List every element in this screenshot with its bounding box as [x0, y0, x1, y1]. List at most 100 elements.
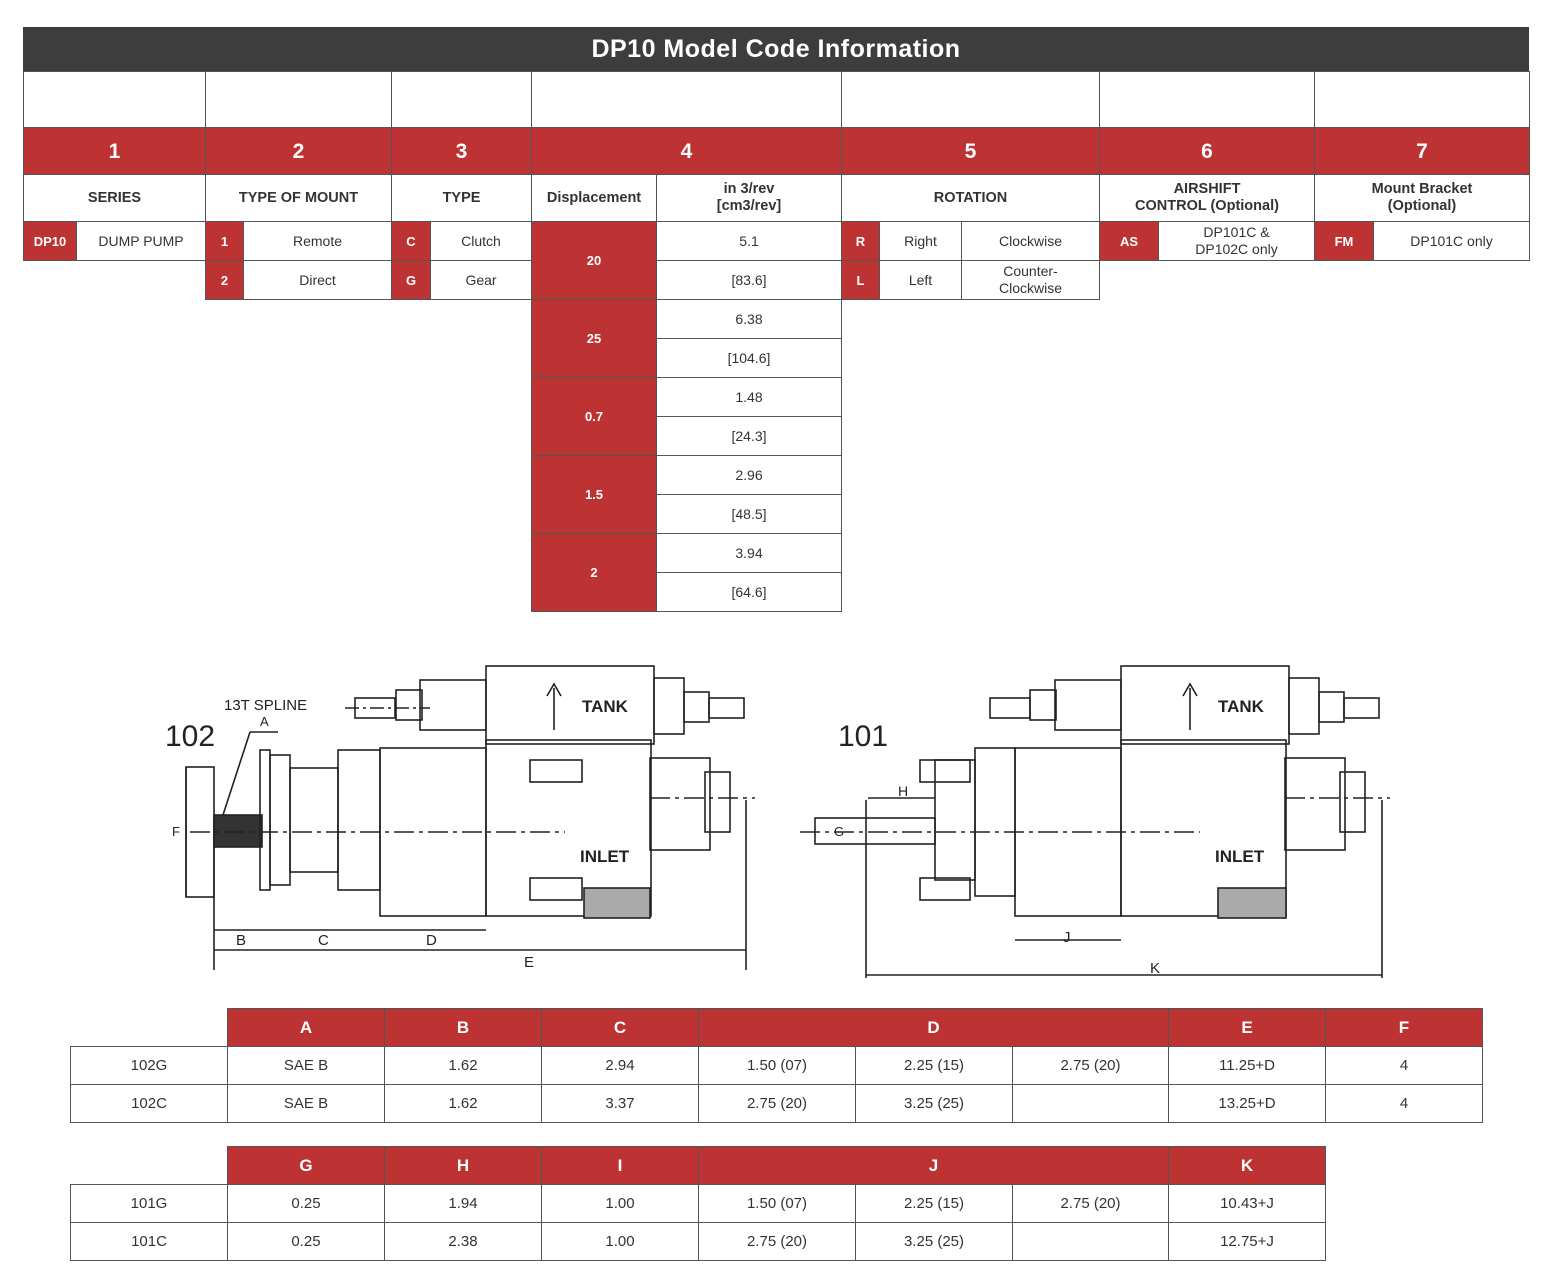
- table-cell-text: 2.94: [605, 1057, 635, 1074]
- code-cell: 25: [531, 299, 657, 378]
- desc-cell: Right: [879, 221, 962, 261]
- value-cell: [64.6]: [656, 572, 842, 612]
- code-cell: DP10: [23, 221, 77, 261]
- column-header-text: E: [1241, 1018, 1253, 1037]
- code-cell-text: DP10: [33, 233, 67, 249]
- table-cell-text: 2.38: [448, 1233, 478, 1250]
- table-cell: 1.62: [384, 1084, 542, 1123]
- code-cell-text: AS: [1119, 233, 1139, 249]
- code-cell-text: G: [405, 272, 417, 288]
- blank-cell: [391, 71, 532, 128]
- value-cell-text: [48.5]: [731, 505, 767, 522]
- table-cell-text: 0.25: [291, 1233, 321, 1250]
- code-cell-text: 1.5: [584, 487, 604, 502]
- section-label: SERIES: [23, 174, 206, 222]
- value-cell-text: 2.96: [735, 466, 763, 483]
- table-cell: 4: [1325, 1084, 1483, 1123]
- dim-h-label: H: [898, 783, 908, 799]
- table-cell-text: 2.75 (20): [1060, 1057, 1121, 1074]
- section-number: 2: [205, 127, 392, 175]
- table-cell-text: 3.25 (25): [903, 1233, 965, 1250]
- column-header: H: [384, 1146, 542, 1185]
- column-header: F: [1325, 1008, 1483, 1047]
- section-label-text: AIRSHIFT CONTROL (Optional): [1135, 181, 1279, 214]
- dim-e-label: E: [524, 954, 534, 971]
- dim-f-label: F: [172, 824, 180, 839]
- desc-cell: Counter- Clockwise: [961, 260, 1100, 300]
- desc-cell-text: Right: [904, 232, 937, 249]
- table-cell: 2.75 (20): [698, 1222, 856, 1261]
- blank-cell: [1314, 71, 1530, 128]
- drawing-101: 101 TANK INLET H G J K: [800, 665, 1390, 978]
- row-model-text: 102C: [131, 1095, 167, 1112]
- code-cell-text: R: [855, 233, 866, 249]
- section-number-text: 1: [108, 139, 121, 163]
- table-cell-text: 3.37: [605, 1095, 635, 1112]
- code-cell-text: L: [856, 272, 865, 288]
- dim-a-label: A: [260, 714, 269, 729]
- desc-cell: DP101C & DP102C only: [1158, 221, 1315, 261]
- model-label: 102: [165, 720, 215, 753]
- table-cell: 2.75 (20): [1012, 1046, 1169, 1085]
- table-cell: 0.25: [227, 1222, 385, 1261]
- code-cell: AS: [1099, 221, 1159, 261]
- column-header-text: C: [613, 1018, 627, 1037]
- table-cell: [1012, 1222, 1169, 1261]
- value-cell-text: 6.38: [735, 310, 763, 327]
- table-cell: 10.43+J: [1168, 1184, 1326, 1223]
- column-header: D: [698, 1008, 1169, 1047]
- table-cell: SAE B: [227, 1046, 385, 1085]
- dim-j-label: J: [1063, 929, 1071, 946]
- table-cell: [1012, 1084, 1169, 1123]
- desc-cell-text: Clockwise: [998, 232, 1062, 249]
- table-cell-text: 1.00: [605, 1195, 635, 1212]
- column-header: B: [384, 1008, 542, 1047]
- table-cell-text: 2.25 (15): [903, 1195, 965, 1212]
- table-cell: 2.75 (20): [698, 1084, 856, 1123]
- code-cell-text: 25: [586, 331, 602, 346]
- section-number: 3: [391, 127, 532, 175]
- column-header-text: B: [456, 1018, 470, 1037]
- table-cell-text: 3.25 (25): [903, 1095, 965, 1112]
- code-cell: 20: [531, 221, 657, 300]
- section-number-text: 2: [292, 139, 305, 163]
- desc-cell: Gear: [430, 260, 532, 300]
- value-cell-text: 5.1: [739, 232, 759, 249]
- table-cell-text: 1.94: [448, 1195, 478, 1212]
- code-cell-text: 2: [590, 565, 598, 580]
- table-cell: 3.25 (25): [855, 1084, 1013, 1123]
- desc-cell: Clutch: [430, 221, 532, 261]
- column-header: E: [1168, 1008, 1326, 1047]
- table-cell-text: 11.25+D: [1218, 1057, 1275, 1074]
- section-label-text: ROTATION: [933, 189, 1008, 206]
- table-cell: 3.25 (25): [855, 1222, 1013, 1261]
- column-header-text: H: [456, 1156, 470, 1175]
- column-header: A: [227, 1008, 385, 1047]
- section-label-text: TYPE: [442, 189, 481, 206]
- section-number-text: 5: [964, 139, 977, 163]
- section-number: 5: [841, 127, 1100, 175]
- section-label: ROTATION: [841, 174, 1100, 222]
- model-label: 101: [838, 720, 888, 753]
- code-cell-text: FM: [1334, 233, 1354, 249]
- section-sublabel-text: in 3/rev [cm3/rev]: [716, 181, 782, 214]
- section-number: 1: [23, 127, 206, 175]
- section-label-text: TYPE OF MOUNT: [238, 189, 359, 206]
- table-cell: 13.25+D: [1168, 1084, 1326, 1123]
- table-cell-text: 0.25: [291, 1195, 321, 1212]
- desc-cell-text: DUMP PUMP: [98, 232, 184, 249]
- column-header-text: D: [927, 1018, 940, 1037]
- dim-g-label: G: [834, 824, 844, 839]
- table-cell: SAE B: [227, 1084, 385, 1123]
- section-number-text: 7: [1416, 139, 1428, 163]
- page-title: DP10 Model Code Information: [23, 27, 1529, 71]
- section-number: 7: [1314, 127, 1530, 175]
- column-header-text: I: [617, 1156, 623, 1175]
- row-model: 101C: [70, 1222, 228, 1261]
- section-label: TYPE OF MOUNT: [205, 174, 392, 222]
- value-cell: 3.94: [656, 533, 842, 573]
- table-cell-text: SAE B: [283, 1057, 329, 1074]
- row-model-text: 101C: [131, 1233, 167, 1250]
- code-cell: 0.7: [531, 377, 657, 456]
- column-header-text: F: [1398, 1018, 1410, 1037]
